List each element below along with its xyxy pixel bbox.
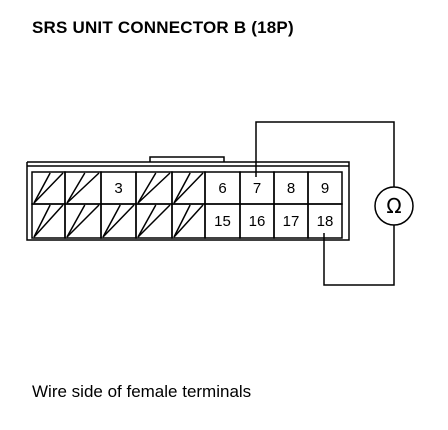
terminal-label-7: 7	[253, 180, 261, 197]
terminal-grid: 3 6 7 8 9 15 16 17 18	[31, 171, 343, 239]
terminal-label-6: 6	[218, 180, 226, 197]
terminal-label-9: 9	[321, 180, 329, 197]
blank-terminal-hatch	[173, 172, 191, 204]
blank-terminal-hatch	[66, 172, 100, 204]
terminal-label-8: 8	[287, 180, 295, 197]
meter-leads	[255, 121, 395, 286]
blank-terminal-hatch	[173, 172, 204, 204]
terminal-label-3: 3	[114, 180, 122, 197]
connector-outline	[26, 161, 350, 241]
ohmmeter-icon: Ω	[374, 186, 414, 226]
diagram-title: SRS UNIT CONNECTOR B (18P)	[32, 18, 294, 37]
blank-terminal-hatch	[33, 204, 51, 238]
blank-terminal-hatch	[33, 172, 51, 204]
blank-terminal-hatch	[137, 204, 157, 238]
blank-terminal-hatch	[33, 172, 64, 204]
connector-housing	[26, 156, 350, 241]
blank-terminal-hatch	[66, 204, 100, 238]
blank-terminal-hatch	[137, 204, 171, 238]
blank-terminal-hatch	[102, 204, 121, 238]
ohmmeter-circle	[374, 186, 414, 226]
blank-terminal-hatch	[66, 204, 86, 238]
blank-terminal-hatch	[66, 172, 86, 204]
terminal-label-16: 16	[249, 213, 266, 230]
terminal-cell	[307, 203, 343, 239]
blank-terminal-hatch	[137, 172, 157, 204]
blank-terminal-hatch	[137, 172, 171, 204]
ohm-symbol: Ω	[386, 194, 401, 218]
blank-terminal-hatch	[102, 204, 135, 238]
lead-to-terminal-7	[255, 121, 395, 187]
blank-terminal-hatch	[33, 204, 64, 238]
blank-terminal-hatch	[173, 204, 191, 238]
terminal-label-18: 18	[317, 213, 334, 230]
diagram-caption: Wire side of female terminals	[32, 382, 252, 401]
lead-to-terminal-18	[323, 225, 395, 286]
terminal-label-17: 17	[283, 213, 300, 230]
blank-terminal-hatch	[173, 204, 204, 238]
terminal-label-15: 15	[214, 213, 231, 230]
connector-lock-tab	[149, 156, 225, 162]
